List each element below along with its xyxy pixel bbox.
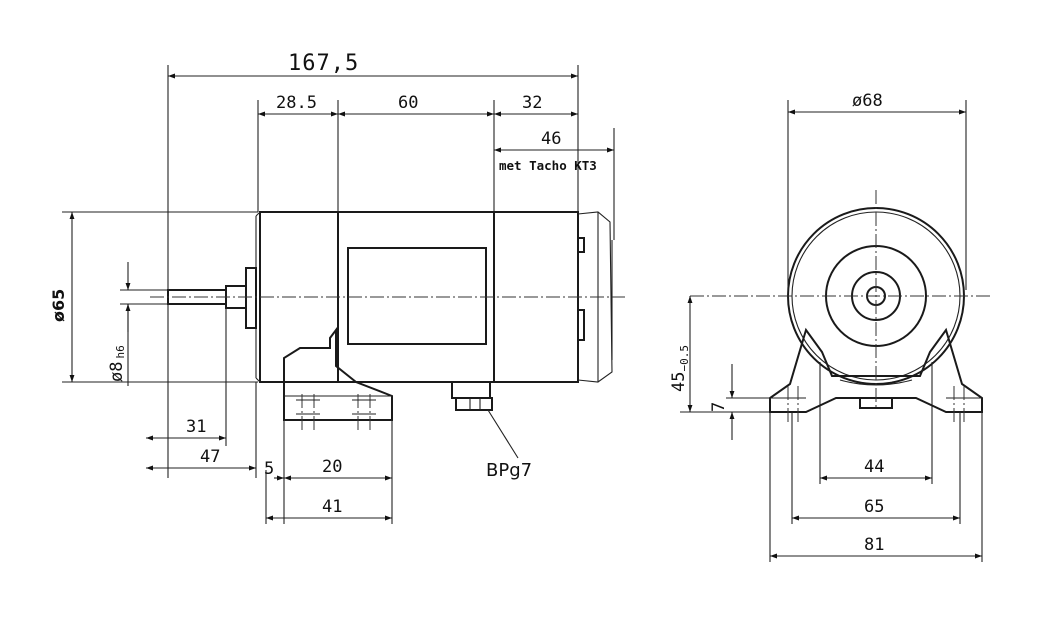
dimension-lines-end	[687, 109, 982, 559]
tacho-note: met Tacho KT3	[499, 158, 597, 173]
gland-label: BPg7	[486, 460, 532, 481]
dim-32: 32	[522, 93, 542, 113]
extension-lines-side	[62, 65, 615, 524]
dim-65-end: 65	[864, 497, 884, 517]
extension-lines-end	[680, 100, 983, 562]
dim-81: 81	[864, 535, 884, 555]
dim-diameter-68: ø68	[852, 91, 883, 111]
end-view: ø68 45−0.5 7 44 65 81	[669, 91, 990, 562]
cable-gland	[451, 381, 519, 459]
dim-5: 5	[264, 459, 274, 479]
dim-overall-length: 167,5	[288, 51, 359, 76]
svg-text:ø8h6: ø8h6	[107, 345, 127, 382]
dim-47: 47	[200, 447, 220, 467]
dim-28-5: 28.5	[276, 93, 317, 113]
dim-shaft-diameter: ø8h6	[107, 345, 127, 382]
dimension-lines-side	[69, 73, 614, 521]
mounting-foot-end	[769, 327, 983, 424]
dim-7: 7	[709, 402, 729, 412]
dim-diameter-65: ø65	[49, 289, 68, 322]
svg-text:45−0.5: 45−0.5	[669, 345, 691, 392]
dim-41: 41	[322, 497, 342, 517]
dim-44: 44	[864, 457, 884, 477]
motor-housing	[255, 211, 579, 383]
side-view: 167,5 28.5 60 32 46 met Tacho KT3 ø65 ø8…	[49, 51, 625, 524]
motor-shaft	[167, 267, 257, 329]
dim-60: 60	[398, 93, 418, 113]
dim-center-height: 45−0.5	[669, 345, 691, 392]
dim-46: 46	[541, 129, 561, 149]
dim-20: 20	[322, 457, 342, 477]
dim-31: 31	[186, 417, 206, 437]
mounting-foot-side	[283, 327, 393, 430]
